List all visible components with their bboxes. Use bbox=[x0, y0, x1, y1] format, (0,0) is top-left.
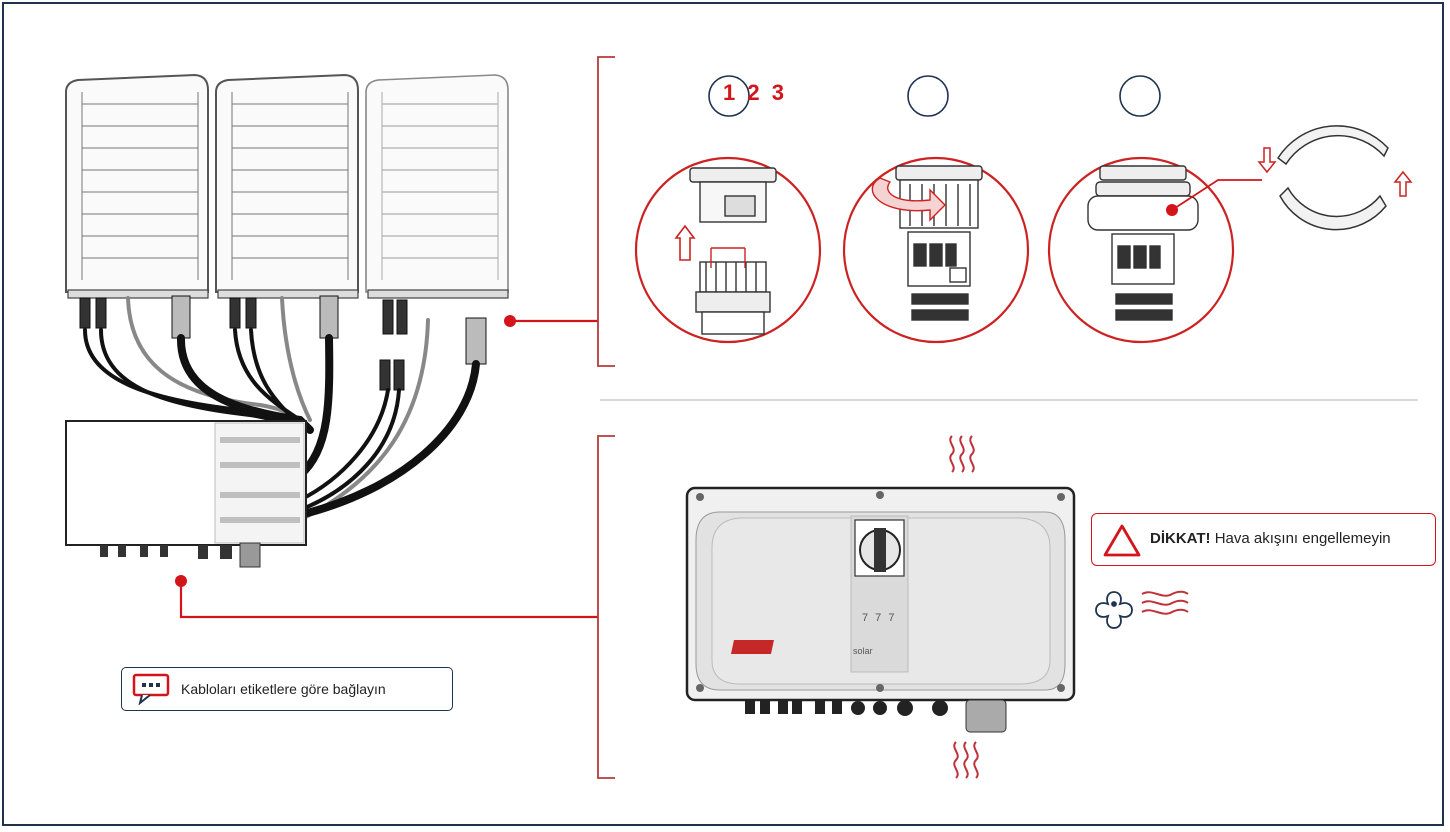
clip-pointer-line bbox=[1171, 179, 1262, 211]
connector-dot-bottom bbox=[175, 575, 187, 587]
inverter-switch-labels: 7 7 7 bbox=[862, 612, 897, 624]
connector-lines bbox=[179, 319, 598, 619]
inverter-bottoms bbox=[67, 289, 509, 299]
inverter-brand: solar bbox=[853, 646, 873, 656]
step-illustrations bbox=[634, 125, 1413, 344]
step-1-arrow bbox=[674, 224, 696, 261]
step-1-detail-circle bbox=[634, 156, 822, 344]
step-circle-2 bbox=[907, 75, 949, 117]
heat-wave-bottom-icon bbox=[953, 741, 979, 779]
warning-triangle-icon bbox=[1103, 524, 1141, 557]
step-3-detail-circle bbox=[1047, 156, 1235, 344]
wind-icon bbox=[1141, 590, 1189, 615]
inverter-unit-2 bbox=[215, 73, 359, 293]
warning-text: DİKKAT! Hava akışını engellemeyin bbox=[1150, 530, 1391, 547]
split-ring bbox=[1276, 125, 1389, 231]
inverter-units bbox=[65, 73, 509, 293]
clip-arrow-down bbox=[1257, 147, 1277, 174]
warning-message: Hava akışını engellemeyin bbox=[1214, 530, 1391, 547]
main-inverter bbox=[685, 486, 1076, 733]
step-2-rotate-arrow bbox=[871, 177, 946, 222]
step-circle-3 bbox=[1119, 75, 1161, 117]
clip-arrow-up bbox=[1393, 170, 1413, 197]
step-numbers: 1 2 3 bbox=[723, 80, 787, 105]
step-circles bbox=[708, 75, 1161, 117]
callout-text: Kabloları etiketlere göre bağlayın bbox=[181, 681, 386, 697]
step-circle-1 bbox=[708, 75, 750, 117]
heat-wave-top-icon bbox=[949, 435, 975, 473]
step-2-detail-circle bbox=[842, 156, 1030, 344]
section-brackets bbox=[597, 56, 615, 779]
connector-dot-top bbox=[504, 315, 516, 327]
inverter-fins bbox=[81, 92, 499, 280]
airflow-warning: DİKKAT! Hava akışını engellemeyin bbox=[1091, 513, 1436, 566]
heat-wave-icons bbox=[949, 435, 979, 779]
inverter-unit-1 bbox=[65, 73, 209, 293]
inverter-unit-3 bbox=[365, 74, 509, 293]
combiner-box bbox=[65, 420, 307, 568]
connect-cables-callout: Kabloları etiketlere göre bağlayın bbox=[121, 667, 453, 711]
warning-label: DİKKAT! bbox=[1150, 530, 1211, 547]
fan-icon bbox=[1095, 591, 1133, 629]
speech-bubble-icon bbox=[132, 673, 170, 705]
